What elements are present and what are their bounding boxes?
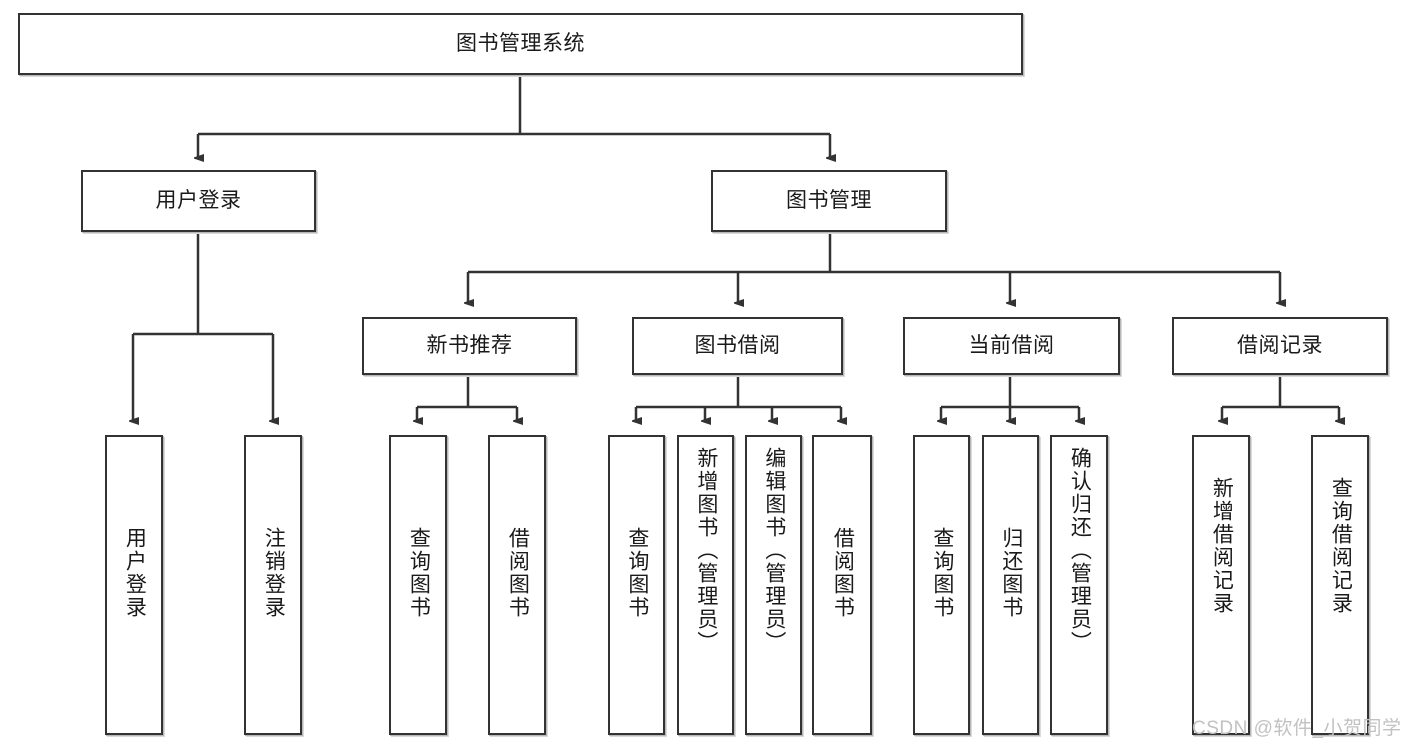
leaf-borrow-books-borrowing[interactable]: 借阅图书 bbox=[812, 435, 872, 735]
leaf-add-book-admin[interactable]: 新增图书（管理员） bbox=[677, 435, 734, 735]
node-book-management-system[interactable]: 图书管理系统 bbox=[18, 13, 1023, 75]
leaf-query-books-current[interactable]: 查询图书 bbox=[913, 435, 970, 735]
node-label: 用户登录 bbox=[155, 188, 242, 212]
leaf-confirm-return-admin[interactable]: 确认归还（管理员） bbox=[1050, 435, 1108, 735]
leaf-borrow-books-recommendation[interactable]: 借阅图书 bbox=[488, 435, 546, 735]
node-label: 图书借阅 bbox=[694, 333, 781, 357]
node-label: 确认归还（管理员） bbox=[1068, 447, 1092, 654]
node-label: 查询图书 bbox=[930, 527, 954, 619]
node-label: 归还图书 bbox=[999, 527, 1023, 619]
leaf-query-borrowing-record[interactable]: 查询借阅记录 bbox=[1311, 435, 1369, 735]
node-label: 查询图书 bbox=[407, 527, 431, 619]
leaf-add-borrowing-record[interactable]: 新增借阅记录 bbox=[1192, 435, 1250, 735]
node-label: 查询图书 bbox=[625, 527, 649, 619]
node-label: 当前借阅 bbox=[968, 333, 1055, 357]
csdn-watermark: CSDN @软件_小贺同学 bbox=[1192, 718, 1402, 739]
node-new-book-recommendation[interactable]: 新书推荐 bbox=[362, 317, 577, 375]
node-label: 新书推荐 bbox=[426, 333, 513, 357]
node-label: 注销登录 bbox=[262, 527, 286, 619]
node-label: 借阅记录 bbox=[1237, 333, 1323, 357]
node-label: 新增借阅记录 bbox=[1210, 477, 1234, 615]
leaf-edit-book-admin[interactable]: 编辑图书（管理员） bbox=[745, 435, 802, 735]
leaf-query-books-recommendation[interactable]: 查询图书 bbox=[389, 435, 447, 735]
node-label: 图书管理 bbox=[786, 188, 872, 212]
leaf-query-books-borrowing[interactable]: 查询图书 bbox=[608, 435, 665, 735]
node-label: 借阅图书 bbox=[831, 527, 855, 619]
node-borrowing-records[interactable]: 借阅记录 bbox=[1172, 317, 1388, 375]
node-label: 借阅图书 bbox=[506, 527, 530, 619]
node-current-borrowing[interactable]: 当前借阅 bbox=[903, 317, 1120, 375]
node-user-login[interactable]: 用户登录 bbox=[81, 170, 316, 232]
node-label: 新增图书（管理员） bbox=[694, 447, 718, 654]
node-label: 编辑图书（管理员） bbox=[762, 447, 786, 654]
node-label: 图书管理系统 bbox=[456, 31, 585, 55]
node-book-management[interactable]: 图书管理 bbox=[711, 170, 947, 232]
leaf-return-books[interactable]: 归还图书 bbox=[982, 435, 1039, 735]
leaf-logout[interactable]: 注销登录 bbox=[244, 435, 302, 735]
node-label: 查询借阅记录 bbox=[1329, 477, 1353, 615]
leaf-user-login[interactable]: 用户登录 bbox=[105, 435, 163, 735]
node-label: 用户登录 bbox=[123, 527, 147, 619]
node-book-borrowing[interactable]: 图书借阅 bbox=[632, 317, 843, 375]
